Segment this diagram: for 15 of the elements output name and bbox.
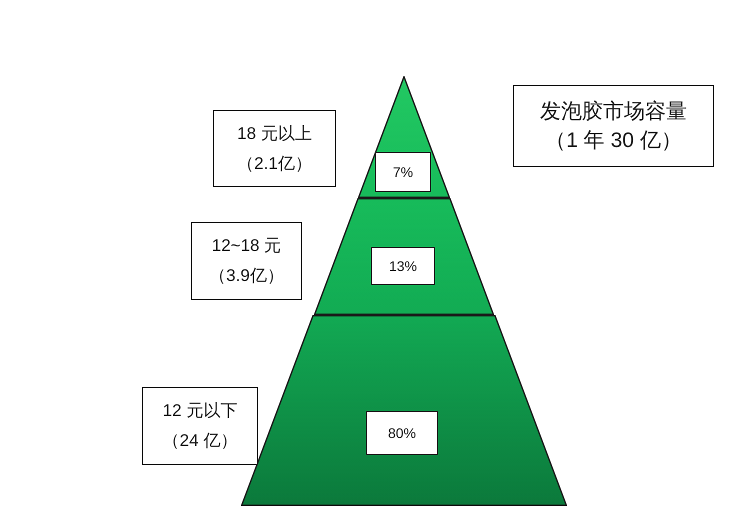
total-value-text: （1 年 30 亿）: [545, 128, 682, 154]
percentage-box: 13%: [371, 247, 435, 285]
heading-text: 发泡胶市场容量: [540, 99, 687, 125]
percentage-box: 7%: [375, 152, 431, 192]
market-value-text: （3.9亿）: [209, 265, 284, 287]
price-range-text: 12~18 元: [212, 235, 282, 257]
price-range-box: [142, 387, 258, 465]
market-value-text: （2.1亿）: [237, 152, 312, 174]
price-range-box: [191, 222, 302, 300]
percentage-box: 80%: [366, 411, 438, 455]
price-range-text: 12 元以下: [162, 400, 238, 422]
market-value-text: （24 亿）: [162, 430, 238, 452]
market-size-box: [513, 85, 714, 167]
price-range-box: [213, 110, 336, 187]
price-range-text: 18 元以上: [237, 122, 312, 144]
